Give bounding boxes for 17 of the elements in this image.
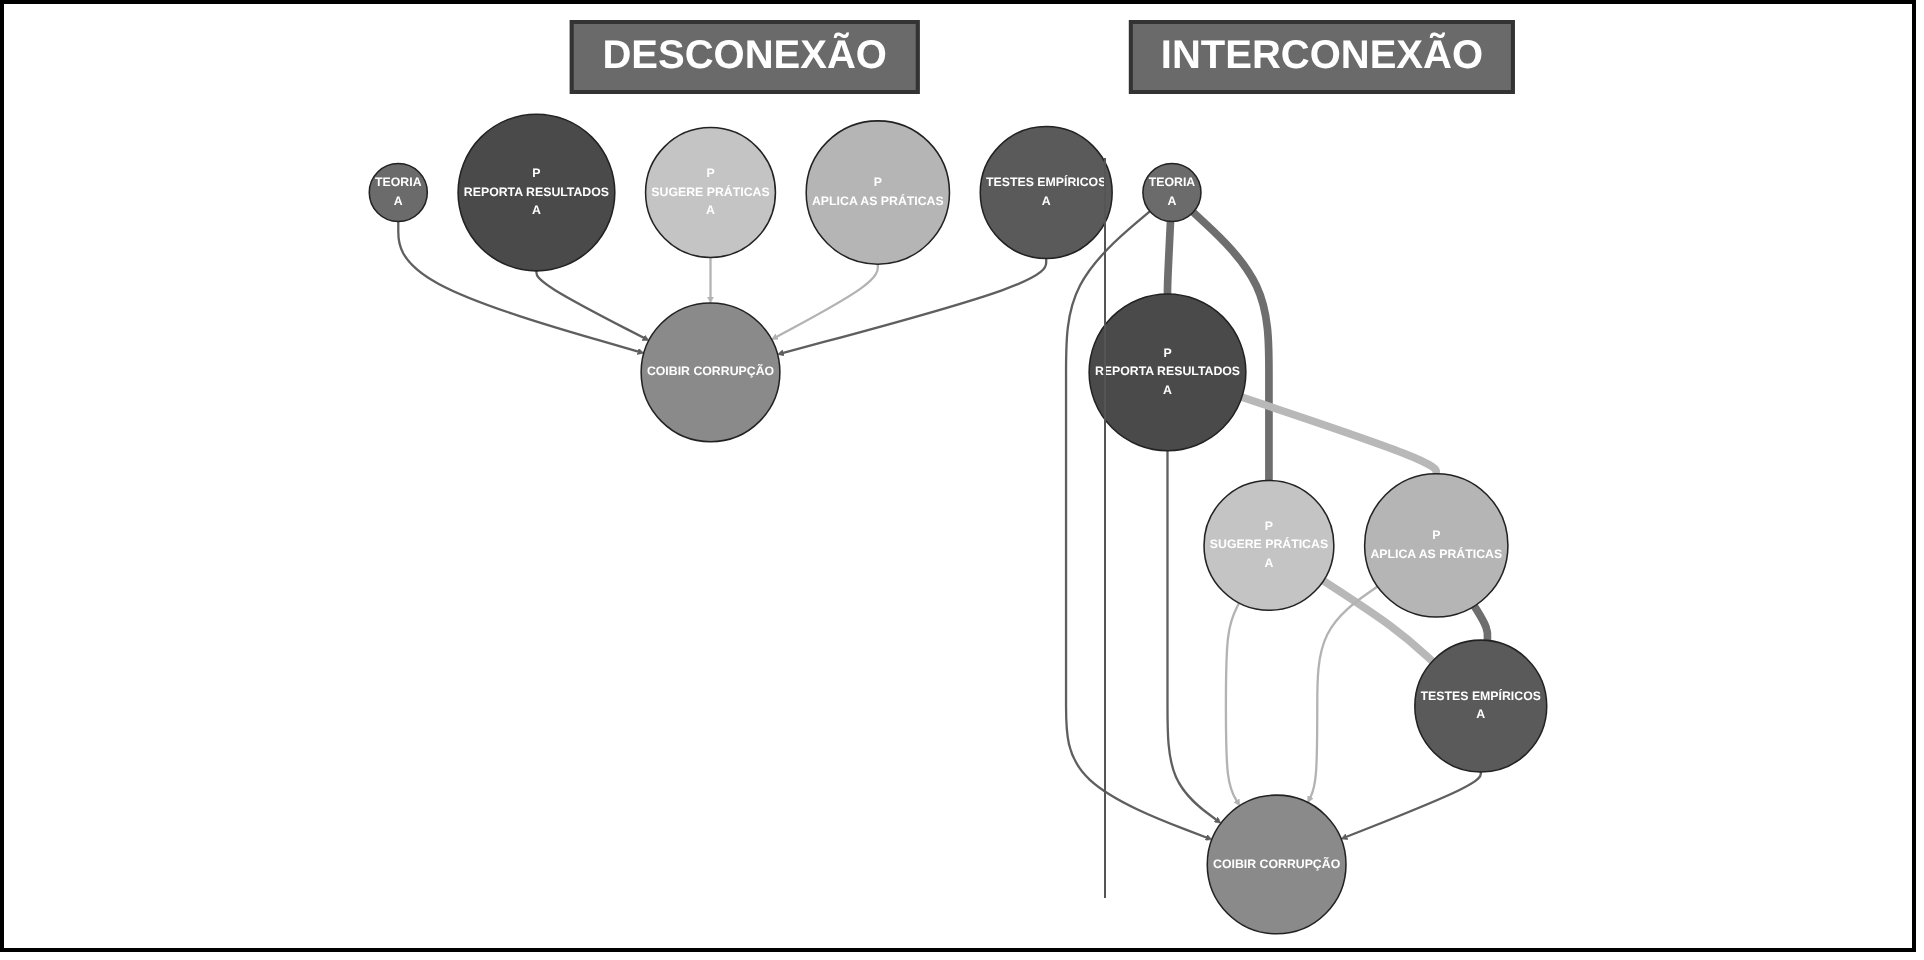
arrow <box>1166 450 1222 824</box>
connector <box>1163 221 1175 296</box>
connector <box>1190 209 1273 482</box>
arrow <box>1340 772 1482 840</box>
arrow <box>1307 585 1379 803</box>
connector <box>1471 604 1492 643</box>
arrow <box>1064 210 1213 841</box>
panel-heading: INTERCONEXÃO <box>1128 20 1516 94</box>
connector <box>1240 393 1441 476</box>
connector <box>1321 577 1435 665</box>
arrow <box>1224 602 1241 806</box>
arrow <box>707 257 714 304</box>
arrow <box>771 264 879 340</box>
panel-heading: DESCONEXÃO <box>570 20 919 94</box>
arrow <box>535 270 650 341</box>
arrow <box>397 221 645 355</box>
arrow <box>777 258 1048 357</box>
